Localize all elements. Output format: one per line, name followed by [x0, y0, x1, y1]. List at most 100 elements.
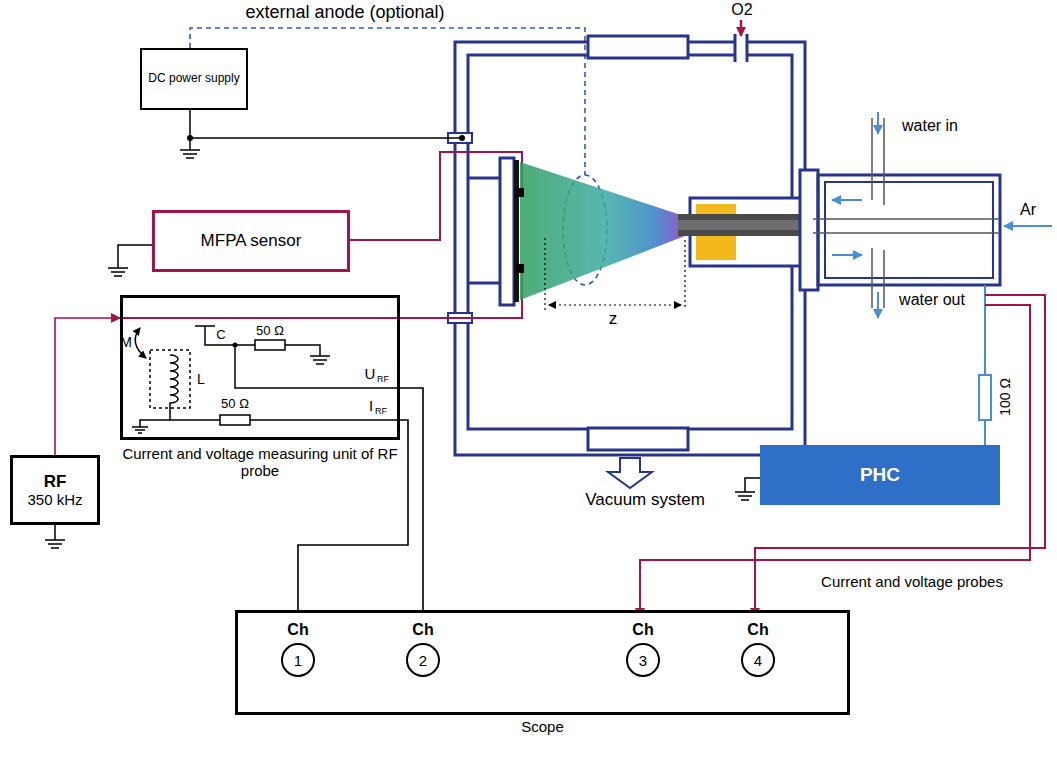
node-content: PHC — [760, 445, 1000, 505]
plasma-torch — [818, 175, 1000, 285]
annotation-label: Ar — [1020, 201, 1036, 219]
o2-inlet — [746, 34, 749, 62]
target-holder — [468, 177, 500, 180]
probe-circuit — [250, 419, 400, 421]
annotation-label: 50 Ω — [221, 397, 249, 411]
ground-symbol — [45, 525, 65, 548]
annotation-label: 100 Ω — [998, 378, 1013, 416]
annotation-label: I — [369, 398, 373, 415]
flow-arrows — [832, 254, 862, 256]
node-text: MFPA sensor — [201, 231, 302, 251]
mfpa-sensor-head — [516, 264, 524, 273]
scope-channel: Ch 3 — [621, 621, 665, 679]
flow-arrows — [832, 199, 862, 201]
flow-arrows — [877, 112, 879, 134]
probe-circuit — [220, 415, 250, 425]
flow-arrows — [877, 292, 879, 318]
mfpa-wiring — [350, 152, 522, 240]
probe-cable — [755, 295, 1045, 617]
channel-label: Ch — [747, 621, 768, 639]
dc-wiring — [190, 137, 462, 139]
oscilloscope-box: ScopeCh1Ch2Ch3Ch4 — [235, 610, 850, 715]
mfpa-sensor-head — [516, 188, 524, 197]
substrate — [514, 160, 519, 302]
ground-symbol — [735, 478, 760, 500]
rf-line — [123, 270, 522, 318]
vacuum-chamber — [588, 36, 688, 58]
annotation-label: L — [197, 372, 205, 387]
o2-inlet — [736, 38, 746, 62]
channel-number: 4 — [754, 652, 762, 669]
dc-wiring — [180, 110, 462, 158]
annotation-label: z — [609, 310, 618, 329]
ground-symbol — [108, 245, 152, 276]
node-text: DC power supply — [148, 72, 239, 86]
channel-number: 2 — [419, 652, 427, 669]
o2-inlet — [735, 20, 747, 62]
power-supply-box: DC power supply — [140, 48, 248, 110]
annotation-label: Vacuum system — [585, 491, 705, 510]
node-text: 350 kHz — [27, 491, 82, 508]
vacuum-chamber — [588, 428, 688, 450]
target-holder — [468, 282, 500, 285]
probe-circuit — [135, 328, 146, 358]
annotation-label: O2 — [731, 1, 752, 19]
o2-inlet — [740, 20, 743, 36]
annotation-label: water in — [902, 117, 958, 135]
channel-label: Ch — [287, 621, 308, 639]
phc-box: PHC — [760, 445, 1000, 505]
distance-dimension — [544, 238, 545, 310]
annotation-label: 50 Ω — [256, 324, 284, 338]
phc-wiring — [979, 375, 991, 420]
scope-channel: Ch 1 — [276, 621, 320, 679]
probe-cable — [640, 295, 1045, 617]
target-holder — [468, 158, 514, 305]
plasma-torch — [825, 182, 993, 278]
plasma-torch — [678, 220, 813, 230]
node-content: MFPA sensor — [155, 213, 347, 269]
ground-symbol — [45, 525, 65, 548]
distance-dimension — [684, 240, 685, 310]
probe-circuit — [170, 355, 220, 420]
box-caption: Scope — [483, 718, 603, 735]
scope-channel: Ch 4 — [736, 621, 780, 679]
channel-circle: 2 — [406, 643, 440, 677]
channel-number: 1 — [294, 652, 302, 669]
junction-dot — [187, 135, 193, 141]
pump-arrow — [608, 458, 652, 488]
channel-label: Ch — [412, 621, 433, 639]
probe-circuit — [255, 340, 285, 350]
annotation-label: Current and voltage probes — [821, 574, 1003, 591]
annotation-label: RF — [377, 375, 389, 385]
target-holder — [500, 158, 514, 305]
external-anode — [190, 28, 585, 175]
o2-inlet — [734, 34, 737, 62]
probe-circuit — [132, 420, 170, 433]
dc-wiring — [189, 110, 191, 150]
box-caption: Current and voltage measuring unit of RF… — [115, 445, 405, 480]
junction-dot — [233, 343, 238, 348]
channel-circle: 3 — [626, 643, 660, 677]
plasma-torch — [800, 170, 818, 290]
plasma-torch — [678, 214, 813, 236]
junction-dot — [459, 135, 465, 141]
probe-circuit — [235, 345, 400, 388]
probe-circuit — [195, 326, 255, 345]
vacuum-chamber — [448, 36, 805, 455]
sensor-box: MFPA sensor — [152, 210, 350, 272]
ground-symbol — [735, 478, 760, 500]
mfpa-wiring — [350, 152, 522, 240]
channel-number: 3 — [639, 652, 647, 669]
signal-connector — [55, 318, 120, 455]
annotation-label: RF — [375, 407, 387, 417]
flow-arrows — [1004, 225, 1052, 227]
node-content: DC power supply — [142, 50, 246, 108]
rf-line — [123, 270, 522, 318]
channel-circle: 1 — [281, 643, 315, 677]
channel-label: Ch — [632, 621, 653, 639]
channel-circle: 4 — [741, 643, 775, 677]
annotation-label: external anode (optional) — [245, 3, 444, 23]
plasma-torch — [813, 218, 1000, 220]
distance-dimension — [549, 304, 681, 305]
